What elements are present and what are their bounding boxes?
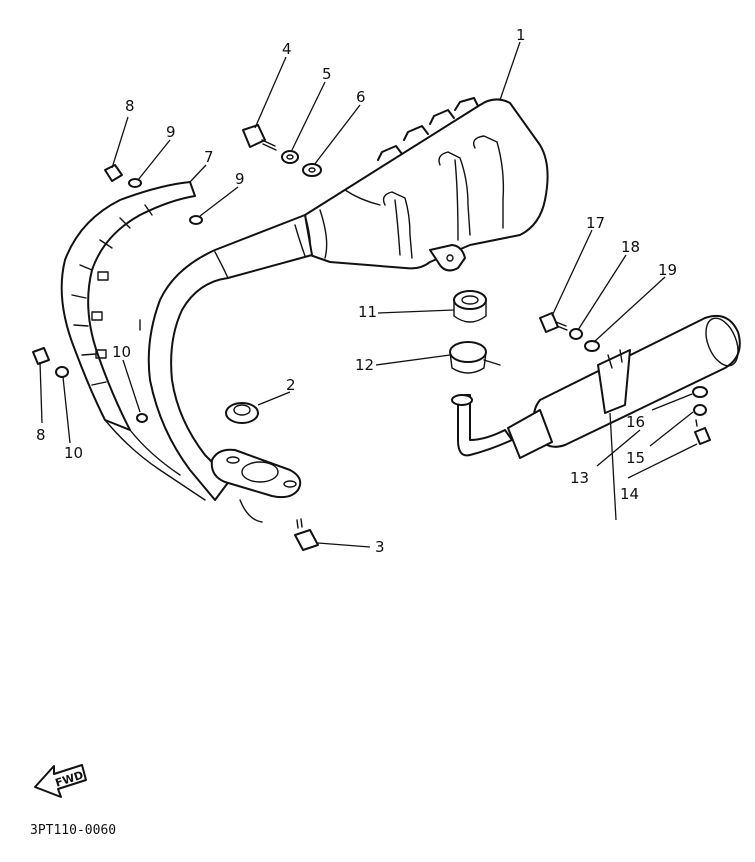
washer-6 [302,163,322,177]
washer-10-guard [136,413,148,423]
callout-8-left: 8 [36,426,46,444]
bolt-8-upper [104,164,123,182]
washer-15 [693,404,707,416]
callout-10-guard: 10 [112,343,131,361]
callout-15: 15 [626,449,645,467]
callout-4: 4 [282,40,292,58]
collar-16 [692,386,708,398]
muffler-assembly [147,97,549,523]
bolt-17 [539,312,568,333]
callout-9-upper: 9 [166,123,176,141]
callout-11: 11 [358,303,377,321]
washer-9-upper [128,178,142,188]
callout-10-left: 10 [64,444,83,462]
callout-16: 16 [626,413,645,431]
leader-lines [39,41,698,548]
callout-2: 2 [286,376,296,394]
silencer-13 [451,314,741,521]
bolt-8-left [32,347,50,365]
callout-13: 13 [570,469,589,487]
callout-18: 18 [621,238,640,256]
washer-10-left [55,366,69,378]
grommet-11 [453,290,487,323]
lock-washer-18 [569,328,583,340]
heat-protector [60,181,206,501]
callout-17: 17 [586,214,605,232]
washer-9-right [189,215,203,225]
callout-7: 7 [204,148,214,166]
bolt-14 [694,419,711,445]
callout-5: 5 [322,65,332,83]
gasket-2 [225,402,259,424]
callout-12: 12 [355,356,374,374]
bolt-3 [294,518,319,551]
callout-1: 1 [516,26,526,44]
callout-19: 19 [658,261,677,279]
callout-8-upper: 8 [125,97,135,115]
drawing-code: 3PT110-0060 [30,823,116,838]
bolt-4 [242,124,277,151]
fwd-arrow-icon: FWD [34,764,87,798]
lock-washer-5 [281,150,299,164]
callout-6: 6 [356,88,366,106]
callout-14: 14 [620,485,639,503]
callout-labels: 1 2 3 4 5 6 7 8 8 9 9 10 10 11 12 13 14 … [36,26,677,556]
callout-9-right: 9 [235,170,245,188]
clamp-12 [449,341,501,374]
callout-3: 3 [375,538,385,556]
washer-19 [584,340,600,352]
